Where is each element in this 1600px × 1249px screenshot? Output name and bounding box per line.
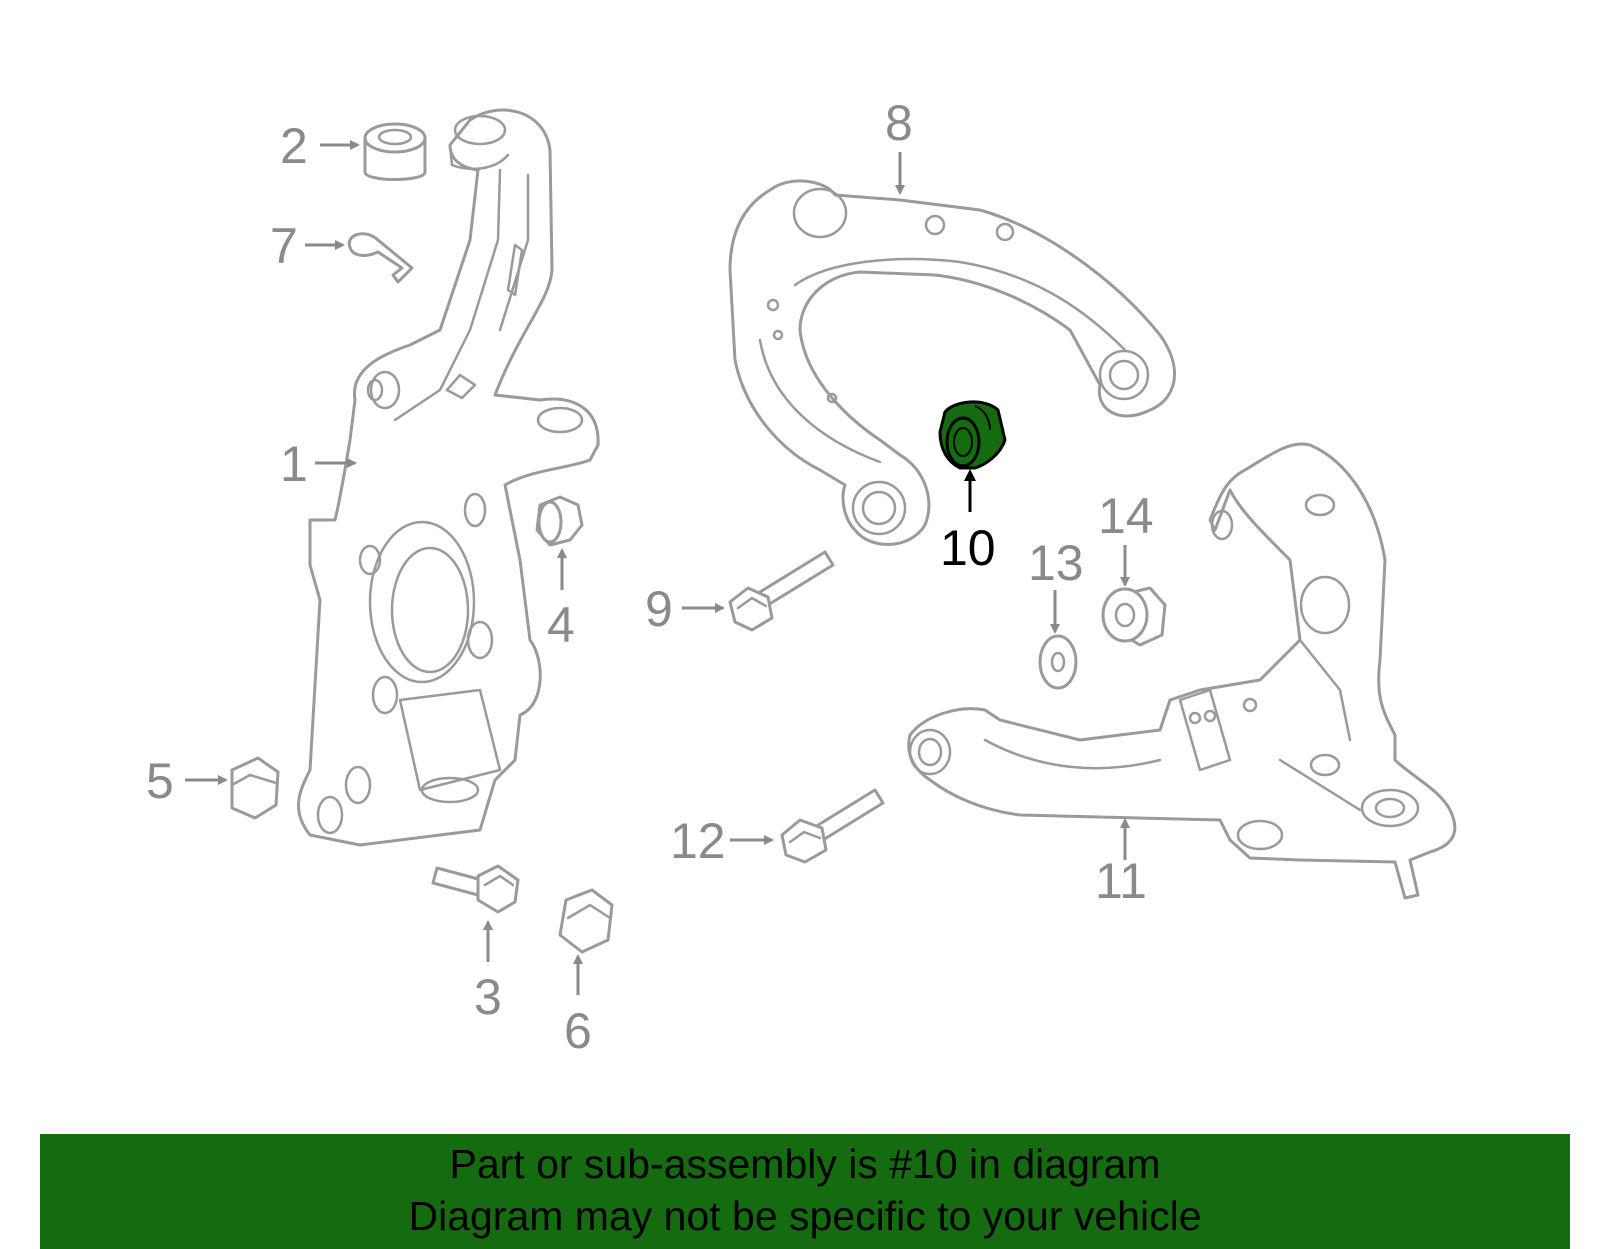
callout-6: 6 — [564, 1003, 592, 1059]
banner-line-disclaimer: Diagram may not be specific to your vehi… — [408, 1193, 1202, 1239]
bolt-part-3[interactable] — [431, 864, 520, 914]
callout-11: 11 — [1095, 853, 1147, 909]
bushing-part-2[interactable] — [363, 122, 427, 181]
callout-14: 14 — [1098, 488, 1154, 544]
callout-2: 2 — [280, 118, 308, 174]
flange-nut-part-4[interactable] — [535, 495, 584, 547]
steering-knuckle-part[interactable] — [296, 108, 600, 847]
bolt-part-9[interactable] — [728, 550, 835, 632]
hex-nut-part-5[interactable] — [230, 756, 280, 820]
callout-8: 8 — [885, 95, 913, 151]
callout-10: 10 — [940, 520, 996, 576]
clip-part-7[interactable] — [347, 232, 414, 284]
bolt-part-12[interactable] — [780, 788, 885, 864]
callout-1: 1 — [280, 436, 308, 492]
callout-labels: 2 7 1 4 5 3 6 8 9 10 11 12 13 14 — [146, 95, 1154, 1059]
washer-part-13[interactable] — [1038, 634, 1078, 690]
callout-arrows — [185, 140, 1130, 995]
callout-12: 12 — [670, 813, 726, 869]
upper-control-arm-part-8[interactable] — [728, 179, 1176, 546]
callout-5: 5 — [146, 753, 174, 809]
info-banner: Part or sub-assembly is #10 in diagram D… — [40, 1134, 1570, 1249]
callout-7: 7 — [270, 218, 298, 274]
callout-13: 13 — [1028, 535, 1084, 591]
banner-line-part-number: Part or sub-assembly is #10 in diagram — [449, 1141, 1161, 1187]
callout-4: 4 — [547, 597, 575, 653]
hex-nut-part-6[interactable] — [558, 888, 614, 954]
callout-9: 9 — [645, 581, 673, 637]
callout-3: 3 — [474, 969, 502, 1025]
lower-control-arm-part-11[interactable] — [907, 442, 1457, 900]
flange-nut-part-14[interactable] — [1101, 586, 1167, 647]
bushing-part-10-highlighted[interactable] — [938, 400, 1007, 470]
